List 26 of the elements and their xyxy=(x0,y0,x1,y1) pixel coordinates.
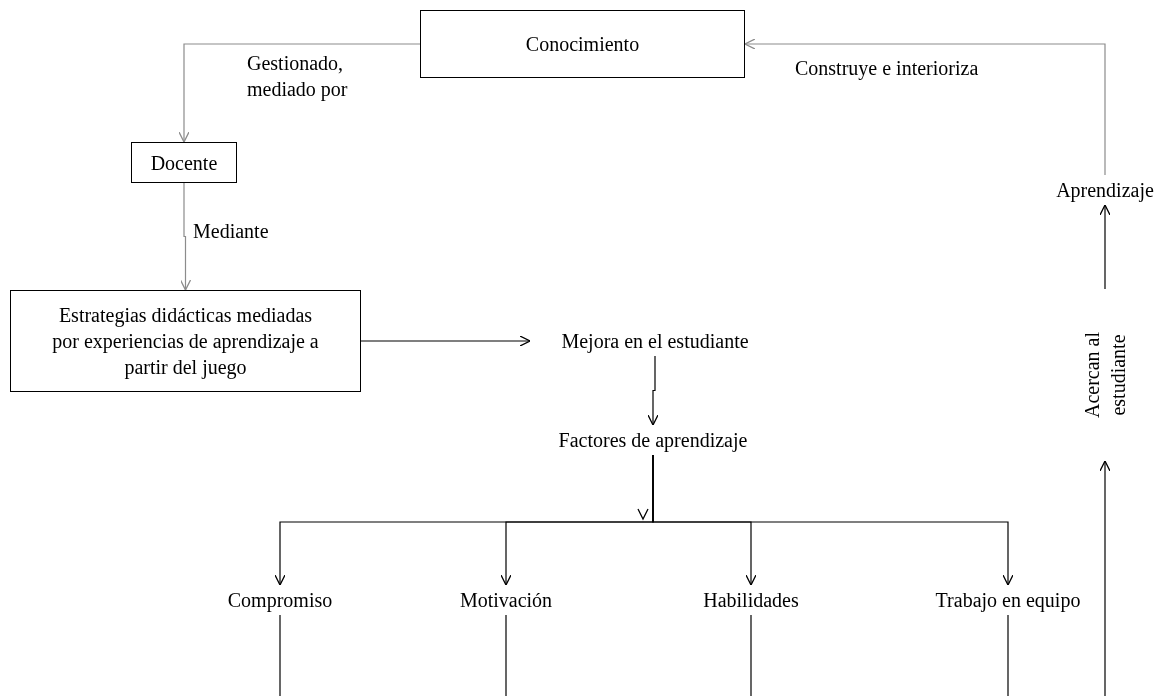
arrow xyxy=(1099,204,1111,290)
edge-label: Gestionado, mediado por xyxy=(247,51,349,102)
connector-line xyxy=(279,614,281,696)
arrow xyxy=(652,454,1014,586)
concept-text: Acercan al estudiante xyxy=(1083,289,1127,461)
concept-text: Mejora en el estudiante xyxy=(530,326,780,356)
connector-line xyxy=(1007,614,1009,696)
arrow xyxy=(178,43,421,143)
connector-line xyxy=(750,614,752,696)
arrow xyxy=(360,335,531,347)
concept-box: Estrategias didácticas mediadas por experiencias de aprendizaje a partir del juego xyxy=(10,290,361,392)
concept-text: Aprendizaje xyxy=(1043,175,1167,205)
concept-text: Habilidades xyxy=(681,585,821,615)
arrow xyxy=(1099,460,1111,696)
concept-text: Compromiso xyxy=(200,585,360,615)
edge-label: Mediante xyxy=(193,219,269,244)
concept-text: Trabajo en equipo xyxy=(918,585,1098,615)
arrow xyxy=(744,38,1106,176)
arrow xyxy=(647,355,659,426)
concept-box: Conocimiento xyxy=(420,10,745,78)
edge-label: Construye e interioriza xyxy=(795,56,979,81)
arrow xyxy=(179,182,192,291)
concept-box: Docente xyxy=(131,142,237,183)
concept-text: Factores de aprendizaje xyxy=(528,425,778,455)
connector-line xyxy=(505,614,507,696)
concept-text: Motivación xyxy=(436,585,576,615)
